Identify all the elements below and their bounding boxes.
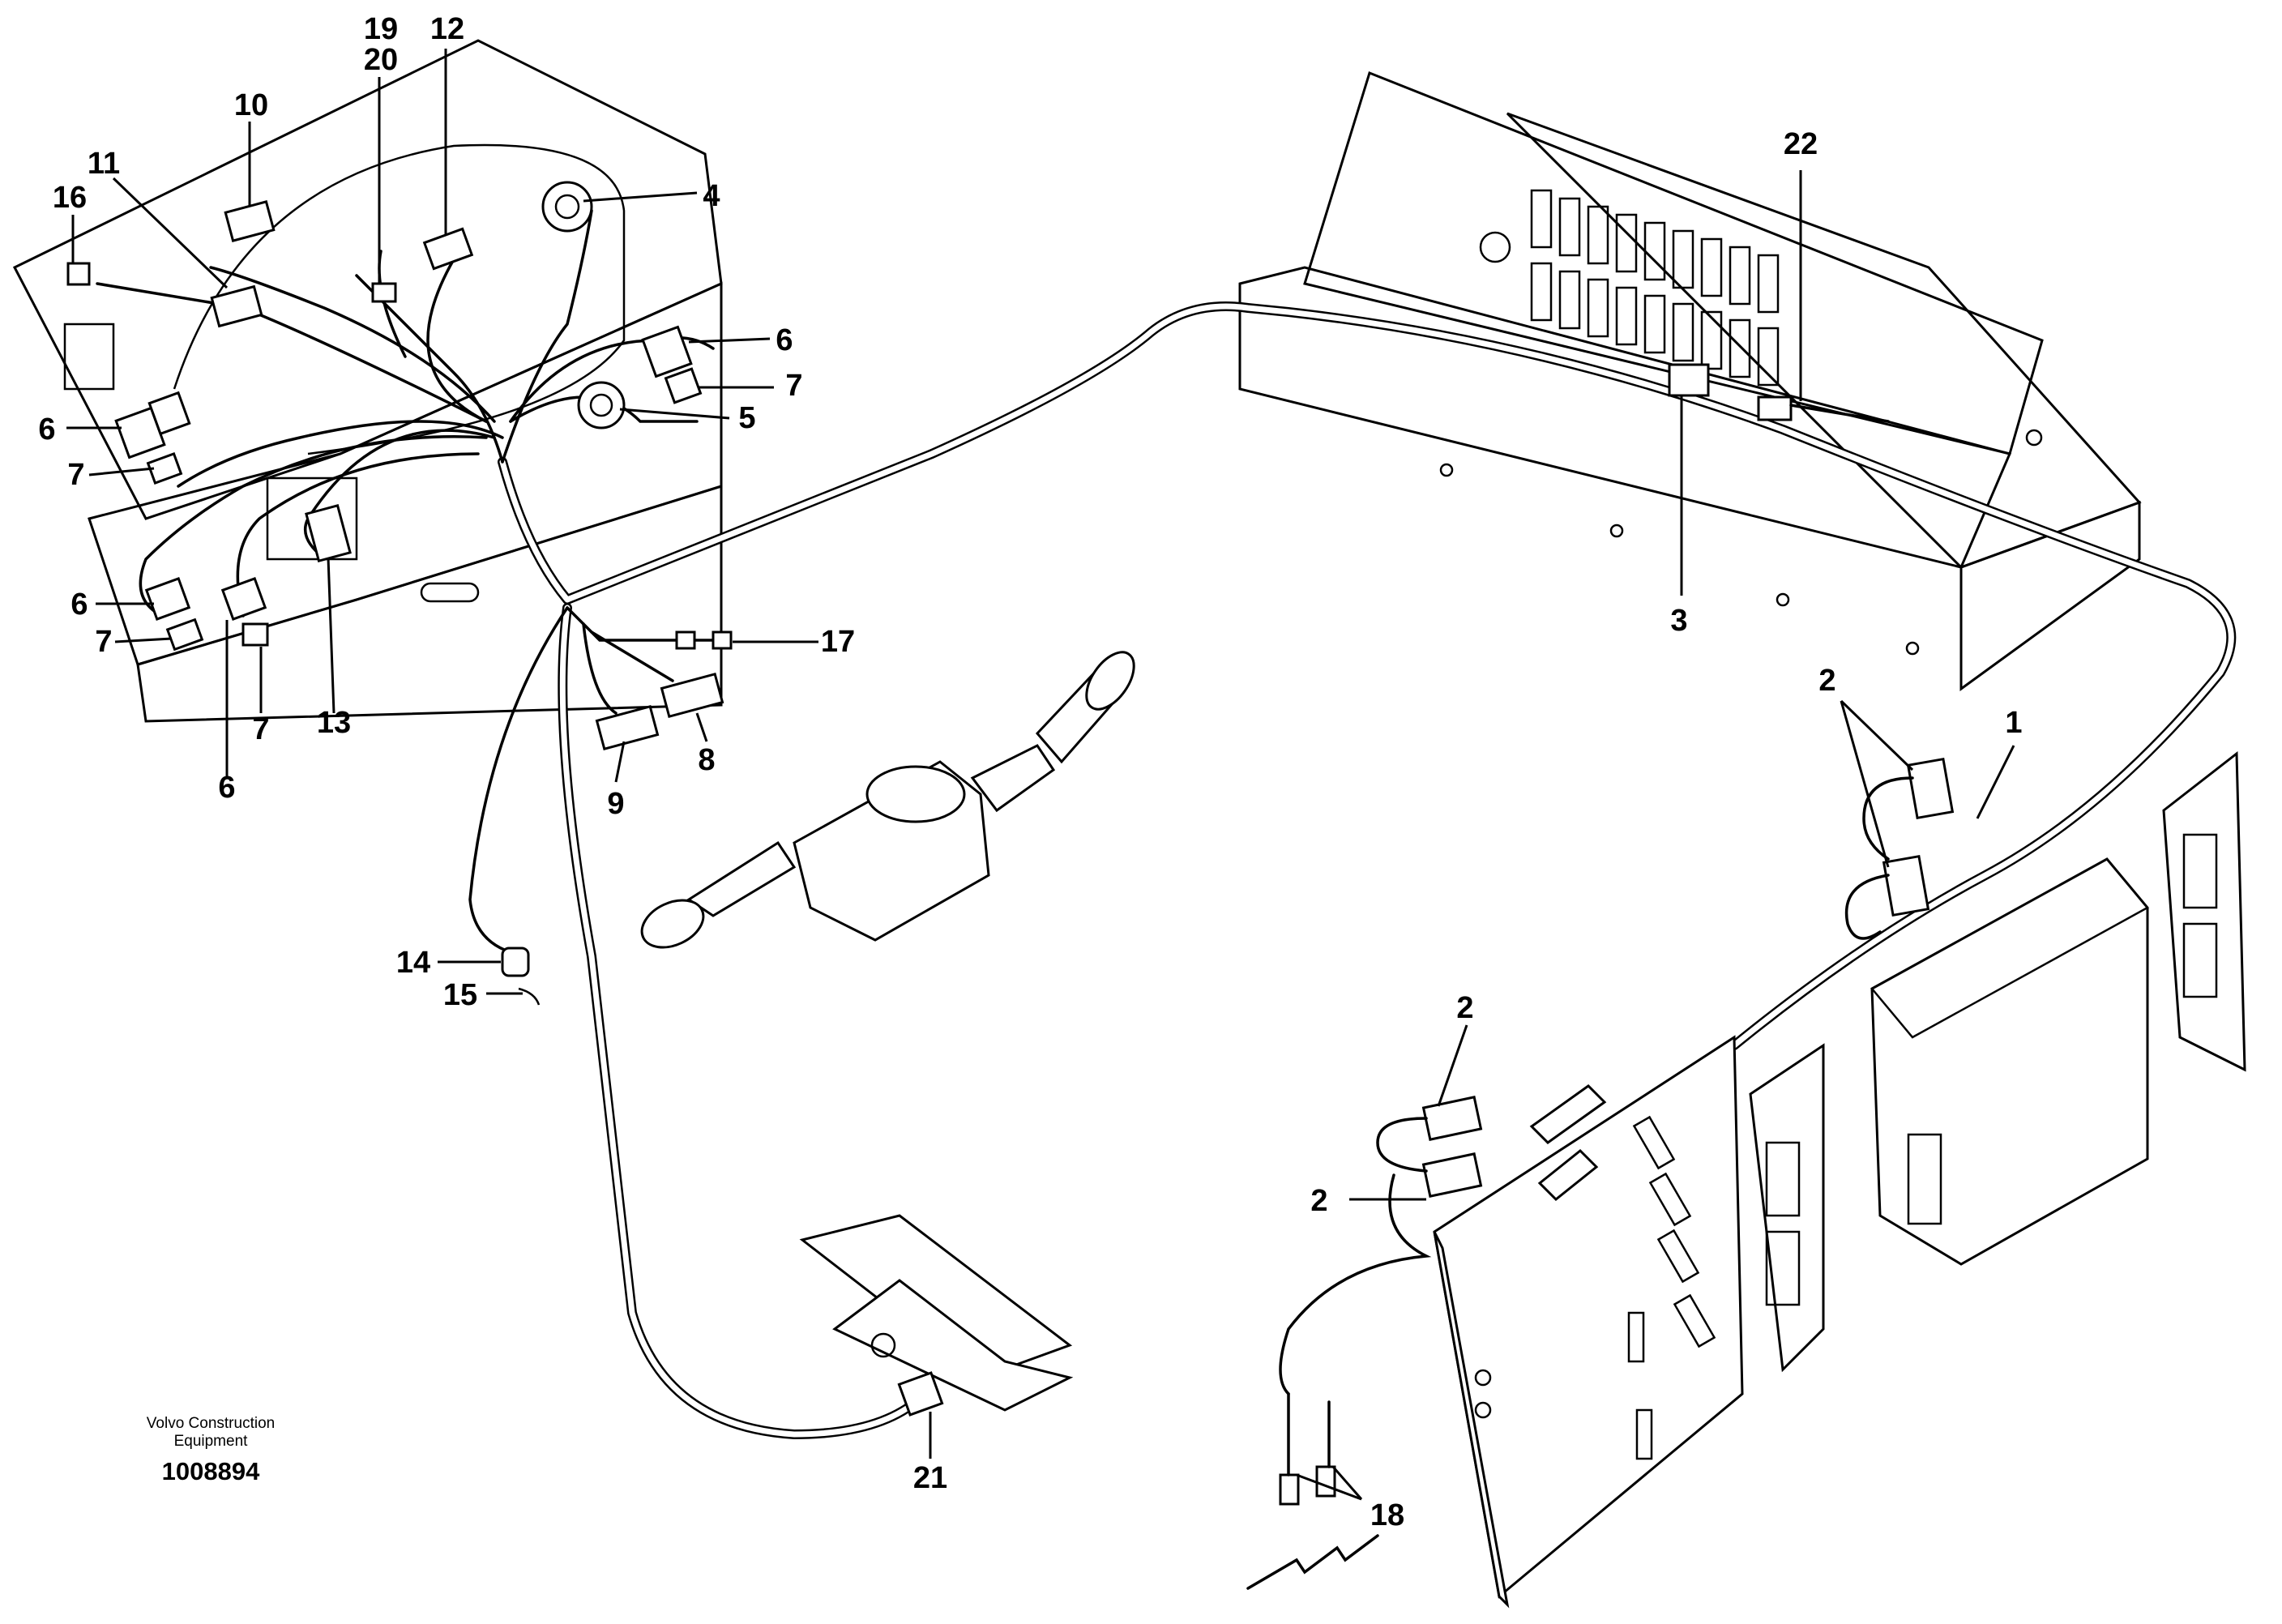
connector-6-lower: [144, 577, 191, 621]
fuse-box-connectors: [1668, 363, 1890, 423]
connectors-18: [1246, 1392, 1379, 1590]
connector-6-left: [114, 391, 191, 459]
connector-9: [595, 704, 660, 751]
accelerator-pedal: [799, 1214, 1074, 1417]
drawing-credit: Volvo Construction Equipment 1008894: [122, 1415, 300, 1486]
callout-19: 19: [364, 12, 398, 46]
control-lever: [640, 651, 1135, 949]
clip-15: [518, 987, 541, 1006]
callout-7-left: 7: [67, 458, 84, 492]
callout-13: 13: [317, 706, 351, 740]
callout-18: 18: [1370, 1498, 1404, 1532]
callout-9: 9: [607, 787, 624, 821]
callout-6-right: 6: [776, 323, 793, 357]
leader-lines: [66, 49, 2015, 1501]
callout-15: 15: [443, 978, 477, 1012]
callout-3: 3: [1670, 604, 1687, 638]
callout-22: 22: [1784, 127, 1818, 161]
lamp-4: [541, 181, 593, 233]
fuse-row: [1530, 189, 1780, 387]
connectors-2-lower: [1279, 1096, 1483, 1395]
callout-6-mid: 6: [218, 771, 235, 805]
connector-7-right: [664, 367, 703, 404]
connector-11: [210, 284, 263, 328]
callout-2-mid: 2: [1456, 991, 1473, 1025]
connector-10: [224, 200, 276, 242]
callout-1: 1: [2005, 706, 2022, 740]
callout-7-right: 7: [785, 369, 802, 403]
callout-8: 8: [698, 743, 715, 777]
lamp-5: [577, 381, 626, 430]
connector-7-lower: [165, 618, 204, 652]
connector-13: [305, 504, 352, 562]
company-name-line1: Volvo Construction: [146, 1415, 276, 1432]
callout-7-mid: 7: [252, 712, 269, 746]
connector-8: [660, 672, 724, 719]
connector-12: [422, 227, 474, 271]
connector-6-right: [641, 325, 693, 378]
bracket-middle: [1749, 1043, 1825, 1373]
drawing-number: 1008894: [161, 1457, 260, 1485]
circuit-board: [1433, 1035, 1744, 1609]
callout-17: 17: [821, 625, 855, 659]
callout-12: 12: [430, 12, 464, 46]
callout-4: 4: [703, 179, 720, 213]
main-harness: [96, 209, 2237, 1439]
connector-19-20: [371, 282, 397, 303]
company-name-line2: Equipment: [173, 1433, 248, 1450]
callout-labels: 19 20 12 10 11 16 4 6 7 5 6 7 6 7 7 13 6…: [38, 12, 2022, 1532]
callout-2-upper: 2: [1818, 664, 1835, 698]
connector-6-mid: [220, 577, 267, 621]
callout-20: 20: [364, 43, 398, 77]
callout-6-left: 6: [38, 412, 55, 447]
callout-11: 11: [88, 147, 120, 181]
callout-10: 10: [234, 88, 268, 122]
callout-7-lower: 7: [95, 625, 112, 659]
bracket-right: [2162, 750, 2246, 1072]
connector-16: [66, 262, 91, 286]
callout-14: 14: [396, 946, 430, 980]
sensor-14: [501, 947, 530, 977]
connector-7-mid: [241, 622, 269, 647]
connector-7-left: [146, 452, 183, 485]
callout-16: 16: [53, 181, 87, 215]
callout-5: 5: [738, 401, 755, 435]
callout-6-lower: 6: [71, 588, 88, 622]
callout-21: 21: [913, 1461, 947, 1495]
connectors-2-upper: [1844, 757, 1955, 940]
connector-17: [675, 630, 733, 650]
control-unit: [1870, 857, 2149, 1266]
callout-2-lower: 2: [1310, 1184, 1327, 1218]
instrument-panel: [12, 39, 723, 723]
